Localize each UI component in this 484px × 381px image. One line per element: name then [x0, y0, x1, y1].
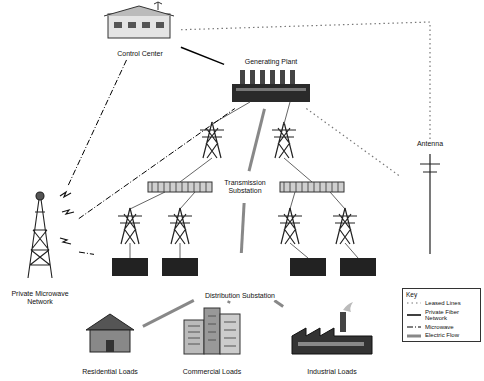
- connector: [274, 301, 283, 307]
- legend-line: [407, 303, 421, 304]
- distribution-substation: [112, 258, 376, 276]
- connector: [79, 252, 94, 254]
- node-label: Industrial Loads: [306, 368, 357, 376]
- node-label: Control Center: [116, 50, 164, 58]
- legend-entry: Private Fiber Network: [406, 309, 477, 322]
- legend-text: Leased Lines: [425, 300, 461, 307]
- node-label: Antenna: [416, 140, 444, 148]
- antenna: Antenna: [402, 140, 458, 256]
- legend-entry: Leased Lines: [406, 300, 477, 307]
- legend-title: Key: [406, 291, 477, 298]
- connector: [143, 300, 194, 326]
- legend-sample: [406, 333, 422, 339]
- transmission-substation: Transmission Substation: [142, 172, 348, 202]
- transmission-tower: [118, 208, 357, 244]
- legend-text: Microwave: [425, 324, 454, 331]
- microwave-network: Private Microwave Network: [2, 186, 78, 306]
- industrial-factory: [292, 302, 372, 354]
- legend-line: [407, 314, 421, 316]
- connector: [227, 301, 231, 303]
- legend-sample: [406, 324, 422, 330]
- microwave-signal: [60, 192, 74, 244]
- antenna-pole: [420, 154, 440, 254]
- node-label: Transmission Substation: [216, 179, 274, 195]
- generating-plant: [232, 70, 310, 102]
- residential-house: [86, 314, 134, 352]
- power-wire: [130, 102, 358, 258]
- connector: [241, 203, 244, 253]
- node-label: Commercial Loads: [182, 368, 242, 376]
- connector: [79, 109, 235, 219]
- commercial-load: Commercial Loads: [172, 304, 252, 376]
- connector: [181, 22, 430, 139]
- residential-load: Residential Loads: [78, 310, 142, 376]
- industrial-load: Industrial Loads: [284, 304, 380, 376]
- node-label: Distribution Substation: [204, 292, 276, 300]
- connector: [249, 109, 265, 171]
- node-label: Generating Plant: [244, 58, 299, 66]
- microwave-tower: [28, 192, 52, 278]
- distribution-substation: Distribution Substation: [95, 254, 385, 300]
- commercial-buildings: [184, 308, 240, 354]
- connector: [306, 109, 401, 178]
- legend-entry: Microwave: [406, 324, 477, 331]
- node-label: Residential Loads: [81, 368, 139, 376]
- control-center: Control Center: [100, 4, 180, 58]
- legend-sample: [406, 312, 422, 318]
- connector: [68, 59, 127, 185]
- legend-text: Private Fiber Network: [425, 309, 477, 322]
- legend-line: [407, 327, 421, 328]
- connector: [181, 47, 224, 64]
- legend-text: Electric Flow: [425, 332, 459, 339]
- control-center-building: [104, 2, 174, 38]
- legend-line: [407, 334, 421, 337]
- node-label: Private Microwave Network: [4, 290, 76, 306]
- legend-entry: Electric Flow: [406, 332, 477, 339]
- legend-box: KeyLeased LinesPrivate Fiber NetworkMicr…: [402, 288, 481, 342]
- generating-plant: Generating Plant: [225, 58, 317, 108]
- transmission-tower: [200, 122, 296, 158]
- legend-sample: [406, 300, 422, 306]
